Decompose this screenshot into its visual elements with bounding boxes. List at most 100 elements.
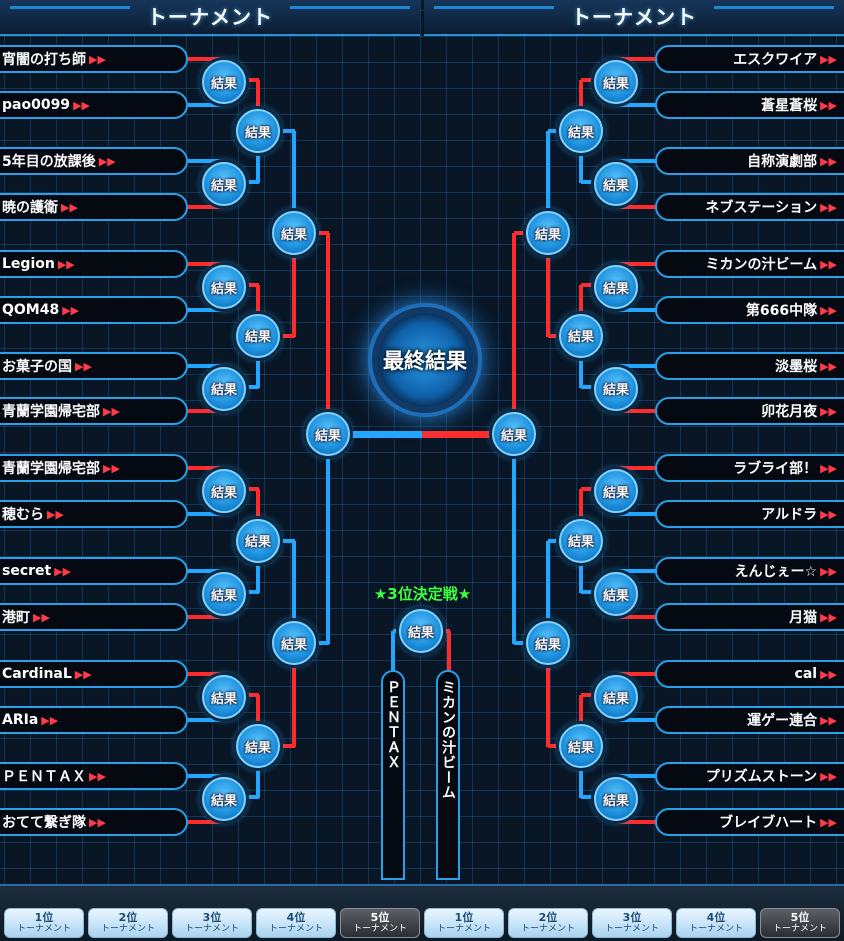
left-team-slot[interactable]: 暁の護衛▶▶ — [0, 193, 188, 221]
chevron-right-icon[interactable]: ▶▶ — [74, 667, 92, 681]
tab-left-rank-1[interactable]: 1位トーナメント — [4, 908, 84, 938]
right-r2-result-3[interactable]: 結果 — [559, 518, 603, 563]
chevron-right-icon[interactable]: ▶▶ — [89, 769, 106, 783]
chevron-right-icon[interactable]: ▶▶ — [41, 713, 59, 727]
right-team-slot[interactable]: 淡墨桜▶▶ — [655, 352, 844, 380]
right-team-slot[interactable]: アルドラ▶▶ — [655, 500, 844, 528]
chevron-right-icon[interactable]: ▶▶ — [820, 713, 837, 727]
right-r2-result-1[interactable]: 結果 — [559, 109, 603, 153]
left-semifinal-result[interactable]: 結果 — [306, 412, 350, 456]
right-r2-result-2[interactable]: 結果 — [559, 313, 603, 358]
tab-right-rank-1[interactable]: 1位トーナメント — [424, 908, 504, 938]
chevron-right-icon[interactable]: ▶▶ — [820, 667, 837, 681]
right-team-slot[interactable]: 蒼星蒼桜▶▶ — [655, 91, 844, 119]
third-place-result[interactable]: 結果 — [399, 609, 443, 653]
chevron-right-icon[interactable]: ▶▶ — [820, 815, 837, 829]
left-team-slot[interactable]: お菓子の国▶▶ — [0, 352, 188, 380]
right-r2-result-4[interactable]: 結果 — [559, 724, 603, 768]
chevron-right-icon[interactable]: ▶▶ — [89, 52, 106, 66]
chevron-right-icon[interactable]: ▶▶ — [57, 257, 75, 271]
tab-left-rank-2[interactable]: 2位トーナメント — [88, 908, 168, 938]
chevron-right-icon[interactable]: ▶▶ — [820, 507, 837, 521]
right-team-slot[interactable]: ネブステーション▶▶ — [655, 193, 844, 221]
left-r1-result-4[interactable]: 結果 — [202, 366, 246, 411]
right-r1-result-1[interactable]: 結果 — [594, 60, 638, 104]
chevron-right-icon[interactable]: ▶▶ — [820, 257, 837, 271]
left-team-slot[interactable]: 青蘭学園帰宅部▶▶ — [0, 454, 188, 482]
final-result-button[interactable]: 最終結果 — [378, 313, 472, 407]
tab-right-rank-3[interactable]: 3位トーナメント — [592, 908, 672, 938]
chevron-right-icon[interactable]: ▶▶ — [89, 815, 106, 829]
right-r1-result-4[interactable]: 結果 — [594, 366, 638, 411]
chevron-right-icon[interactable]: ▶▶ — [820, 461, 837, 475]
tab-right-rank-5[interactable]: 5位トーナメント — [760, 908, 840, 938]
left-team-slot[interactable]: 宵闇の打ち師▶▶ — [0, 45, 188, 73]
third-place-right-team[interactable]: ミカンの汁ビーム — [436, 670, 460, 880]
right-team-slot[interactable]: ブレイブハート▶▶ — [655, 808, 844, 836]
left-team-slot[interactable]: pao0099▶▶ — [0, 91, 188, 119]
tab-left-rank-5[interactable]: 5位トーナメント — [340, 908, 420, 938]
chevron-right-icon[interactable]: ▶▶ — [820, 610, 837, 624]
right-team-slot[interactable]: cal▶▶ — [655, 660, 844, 688]
left-r1-result-7[interactable]: 結果 — [202, 675, 246, 719]
chevron-right-icon[interactable]: ▶▶ — [73, 98, 90, 112]
chevron-right-icon[interactable]: ▶▶ — [820, 98, 837, 112]
left-team-slot[interactable]: おてて繋ぎ隊▶▶ — [0, 808, 188, 836]
left-team-slot[interactable]: 青蘭学園帰宅部▶▶ — [0, 397, 188, 425]
chevron-right-icon[interactable]: ▶▶ — [820, 359, 837, 373]
chevron-right-icon[interactable]: ▶▶ — [820, 404, 837, 418]
left-r1-result-2[interactable]: 結果 — [202, 162, 246, 206]
right-team-slot[interactable]: 卯花月夜▶▶ — [655, 397, 844, 425]
tab-right-rank-4[interactable]: 4位トーナメント — [676, 908, 756, 938]
right-team-slot[interactable]: 自称演劇部▶▶ — [655, 147, 844, 175]
left-team-slot[interactable]: ＰＥＮＴＡＸ▶▶ — [0, 762, 188, 790]
right-team-slot[interactable]: ミカンの汁ビーム▶▶ — [655, 250, 844, 278]
left-team-slot[interactable]: 穂むら▶▶ — [0, 500, 188, 528]
chevron-right-icon[interactable]: ▶▶ — [820, 564, 837, 578]
left-r1-result-8[interactable]: 結果 — [202, 777, 246, 821]
left-r1-result-1[interactable]: 結果 — [202, 60, 246, 104]
left-team-slot[interactable]: CardinaL▶▶ — [0, 660, 188, 688]
left-team-slot[interactable]: Legion▶▶ — [0, 250, 188, 278]
left-r2-result-4[interactable]: 結果 — [236, 724, 280, 768]
chevron-right-icon[interactable]: ▶▶ — [54, 564, 72, 578]
right-r1-result-2[interactable]: 結果 — [594, 162, 638, 206]
chevron-right-icon[interactable]: ▶▶ — [820, 303, 837, 317]
right-team-slot[interactable]: ラブライ部！▶▶ — [655, 454, 844, 482]
right-team-slot[interactable]: 運ゲー連合▶▶ — [655, 706, 844, 734]
chevron-right-icon[interactable]: ▶▶ — [103, 404, 120, 418]
chevron-right-icon[interactable]: ▶▶ — [62, 303, 80, 317]
left-team-slot[interactable]: QOM48▶▶ — [0, 296, 188, 324]
right-semifinal-result[interactable]: 結果 — [492, 412, 536, 456]
tab-left-rank-4[interactable]: 4位トーナメント — [256, 908, 336, 938]
chevron-right-icon[interactable]: ▶▶ — [47, 507, 64, 521]
chevron-right-icon[interactable]: ▶▶ — [33, 610, 50, 624]
chevron-right-icon[interactable]: ▶▶ — [820, 154, 837, 168]
left-r1-result-3[interactable]: 結果 — [202, 265, 246, 309]
chevron-right-icon[interactable]: ▶▶ — [820, 769, 837, 783]
right-r3-result-2[interactable]: 結果 — [526, 621, 570, 666]
tab-left-rank-3[interactable]: 3位トーナメント — [172, 908, 252, 938]
tab-right-rank-2[interactable]: 2位トーナメント — [508, 908, 588, 938]
right-team-slot[interactable]: エスクワイア▶▶ — [655, 45, 844, 73]
chevron-right-icon[interactable]: ▶▶ — [61, 200, 78, 214]
right-r1-result-8[interactable]: 結果 — [594, 777, 638, 821]
chevron-right-icon[interactable]: ▶▶ — [820, 200, 837, 214]
left-r2-result-3[interactable]: 結果 — [236, 518, 280, 563]
left-r1-result-6[interactable]: 結果 — [202, 572, 246, 616]
right-r3-result-1[interactable]: 結果 — [526, 211, 570, 256]
chevron-right-icon[interactable]: ▶▶ — [98, 154, 116, 168]
left-team-slot[interactable]: ARIa▶▶ — [0, 706, 188, 734]
left-r3-result-2[interactable]: 結果 — [272, 621, 316, 666]
left-team-slot[interactable]: secret▶▶ — [0, 557, 188, 585]
right-team-slot[interactable]: プリズムストーン▶▶ — [655, 762, 844, 790]
left-team-slot[interactable]: 港町▶▶ — [0, 603, 188, 631]
chevron-right-icon[interactable]: ▶▶ — [103, 461, 120, 475]
right-r1-result-7[interactable]: 結果 — [594, 675, 638, 719]
left-team-slot[interactable]: 5年目の放課後▶▶ — [0, 147, 188, 175]
chevron-right-icon[interactable]: ▶▶ — [75, 359, 92, 373]
left-r3-result-1[interactable]: 結果 — [272, 211, 316, 256]
right-r1-result-5[interactable]: 結果 — [594, 469, 638, 513]
right-r1-result-6[interactable]: 結果 — [594, 572, 638, 616]
left-r2-result-2[interactable]: 結果 — [236, 313, 280, 358]
